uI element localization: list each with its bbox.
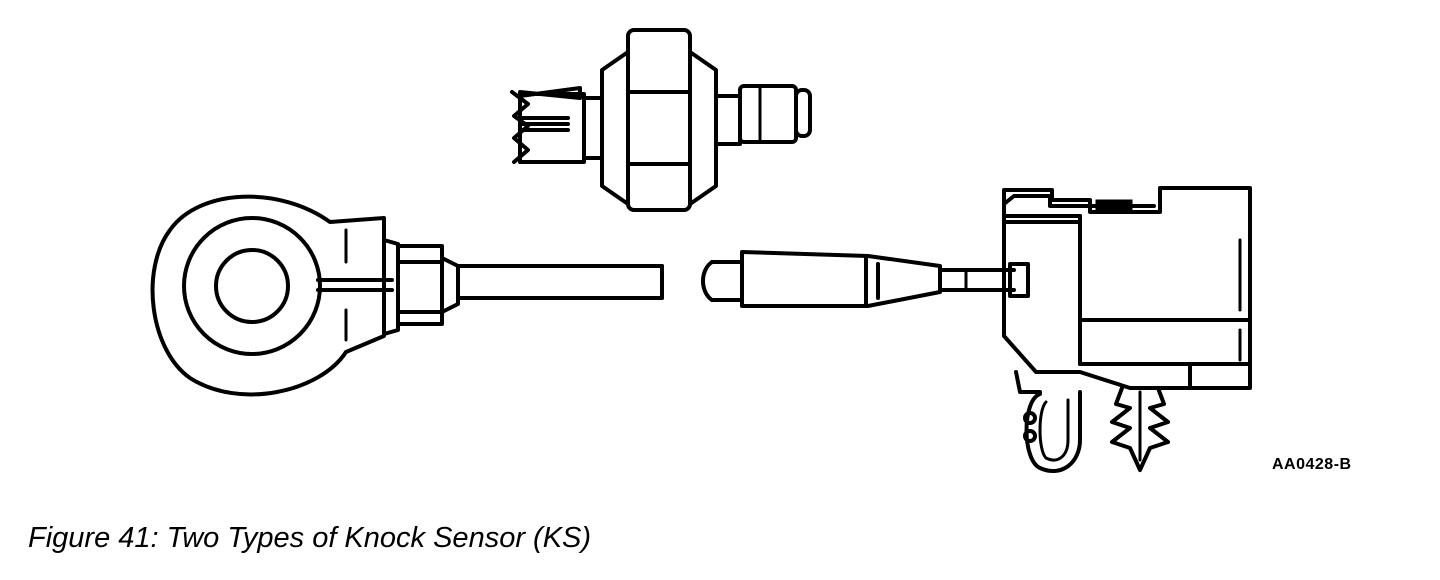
ring-knock-sensor: [150, 194, 664, 397]
figure-reference-code: AA0428-B: [1272, 456, 1352, 473]
figure-caption: Figure 41: Two Types of Knock Sensor (KS…: [28, 522, 592, 554]
connector-assembly: [701, 186, 1252, 474]
hex-knock-sensor: [510, 28, 812, 212]
